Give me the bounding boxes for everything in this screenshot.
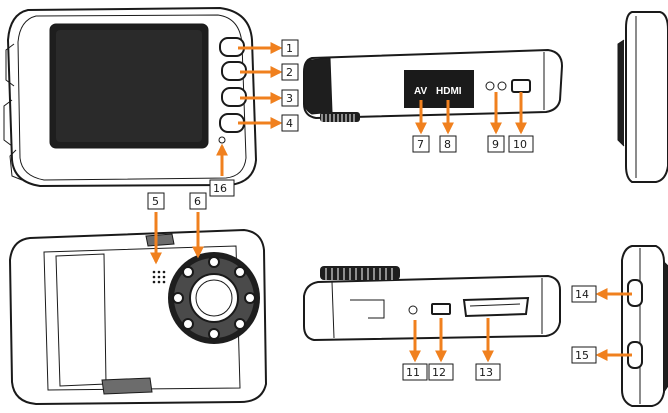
svg-text:13: 13 bbox=[479, 366, 493, 379]
svg-text:9: 9 bbox=[492, 138, 499, 151]
usb-port[interactable] bbox=[431, 303, 451, 315]
svg-text:3: 3 bbox=[286, 92, 293, 105]
camera-side-view-top bbox=[617, 11, 668, 183]
camera-side-view-bottom bbox=[595, 245, 668, 407]
svg-text:14: 14 bbox=[575, 288, 589, 301]
callout-12: 12 bbox=[428, 363, 454, 381]
hdmi-port-label: HDMI bbox=[436, 86, 462, 97]
callout-10: 10 bbox=[508, 135, 534, 153]
svg-text:11: 11 bbox=[406, 366, 420, 379]
tripod-mount bbox=[408, 305, 418, 315]
mic-hole-1 bbox=[485, 81, 495, 91]
callout-7: 7 bbox=[412, 135, 430, 153]
mic-hole-2 bbox=[497, 81, 507, 91]
callout-11: 11 bbox=[402, 363, 428, 381]
callout-9: 9 bbox=[487, 135, 505, 153]
svg-text:10: 10 bbox=[513, 138, 527, 151]
sd-card-slot[interactable] bbox=[462, 296, 530, 318]
svg-text:2: 2 bbox=[286, 66, 293, 79]
port-cover[interactable] bbox=[404, 70, 474, 108]
front-lens bbox=[168, 252, 260, 344]
callout-6: 6 bbox=[189, 192, 207, 210]
callout-5: 5 bbox=[147, 192, 165, 210]
callout-13: 13 bbox=[475, 363, 501, 381]
power-button[interactable] bbox=[511, 79, 531, 93]
lens-ring-top bbox=[320, 112, 360, 122]
callout-1: 1 bbox=[281, 39, 299, 57]
camera-front-view bbox=[8, 212, 268, 406]
callout-14: 14 bbox=[571, 285, 597, 303]
camera-back-view bbox=[3, 6, 283, 188]
svg-text:6: 6 bbox=[194, 195, 201, 208]
callout-4: 4 bbox=[281, 114, 299, 132]
av-port-label: AV bbox=[414, 86, 427, 97]
callout-2: 2 bbox=[281, 63, 299, 81]
svg-text:4: 4 bbox=[286, 117, 293, 130]
svg-text:8: 8 bbox=[444, 138, 451, 151]
lens-ring-bottom bbox=[320, 266, 400, 280]
callout-16: 16 bbox=[209, 179, 235, 197]
speaker-grille bbox=[152, 270, 166, 284]
svg-text:12: 12 bbox=[432, 366, 446, 379]
callout-labels: 1 2 3 4 5 6 7 8 9 10 11 12 13 14 15 16 bbox=[147, 39, 597, 381]
led-indicator bbox=[218, 136, 226, 144]
camera-bottom-view bbox=[303, 266, 561, 363]
camera-top-view: AV HDMI bbox=[303, 48, 564, 135]
callout-8: 8 bbox=[439, 135, 457, 153]
callout-3: 3 bbox=[281, 89, 299, 107]
svg-text:7: 7 bbox=[417, 138, 424, 151]
callout-15: 15 bbox=[571, 346, 597, 364]
svg-text:16: 16 bbox=[213, 182, 227, 195]
svg-text:1: 1 bbox=[286, 42, 293, 55]
svg-text:15: 15 bbox=[575, 349, 589, 362]
svg-text:5: 5 bbox=[152, 195, 159, 208]
